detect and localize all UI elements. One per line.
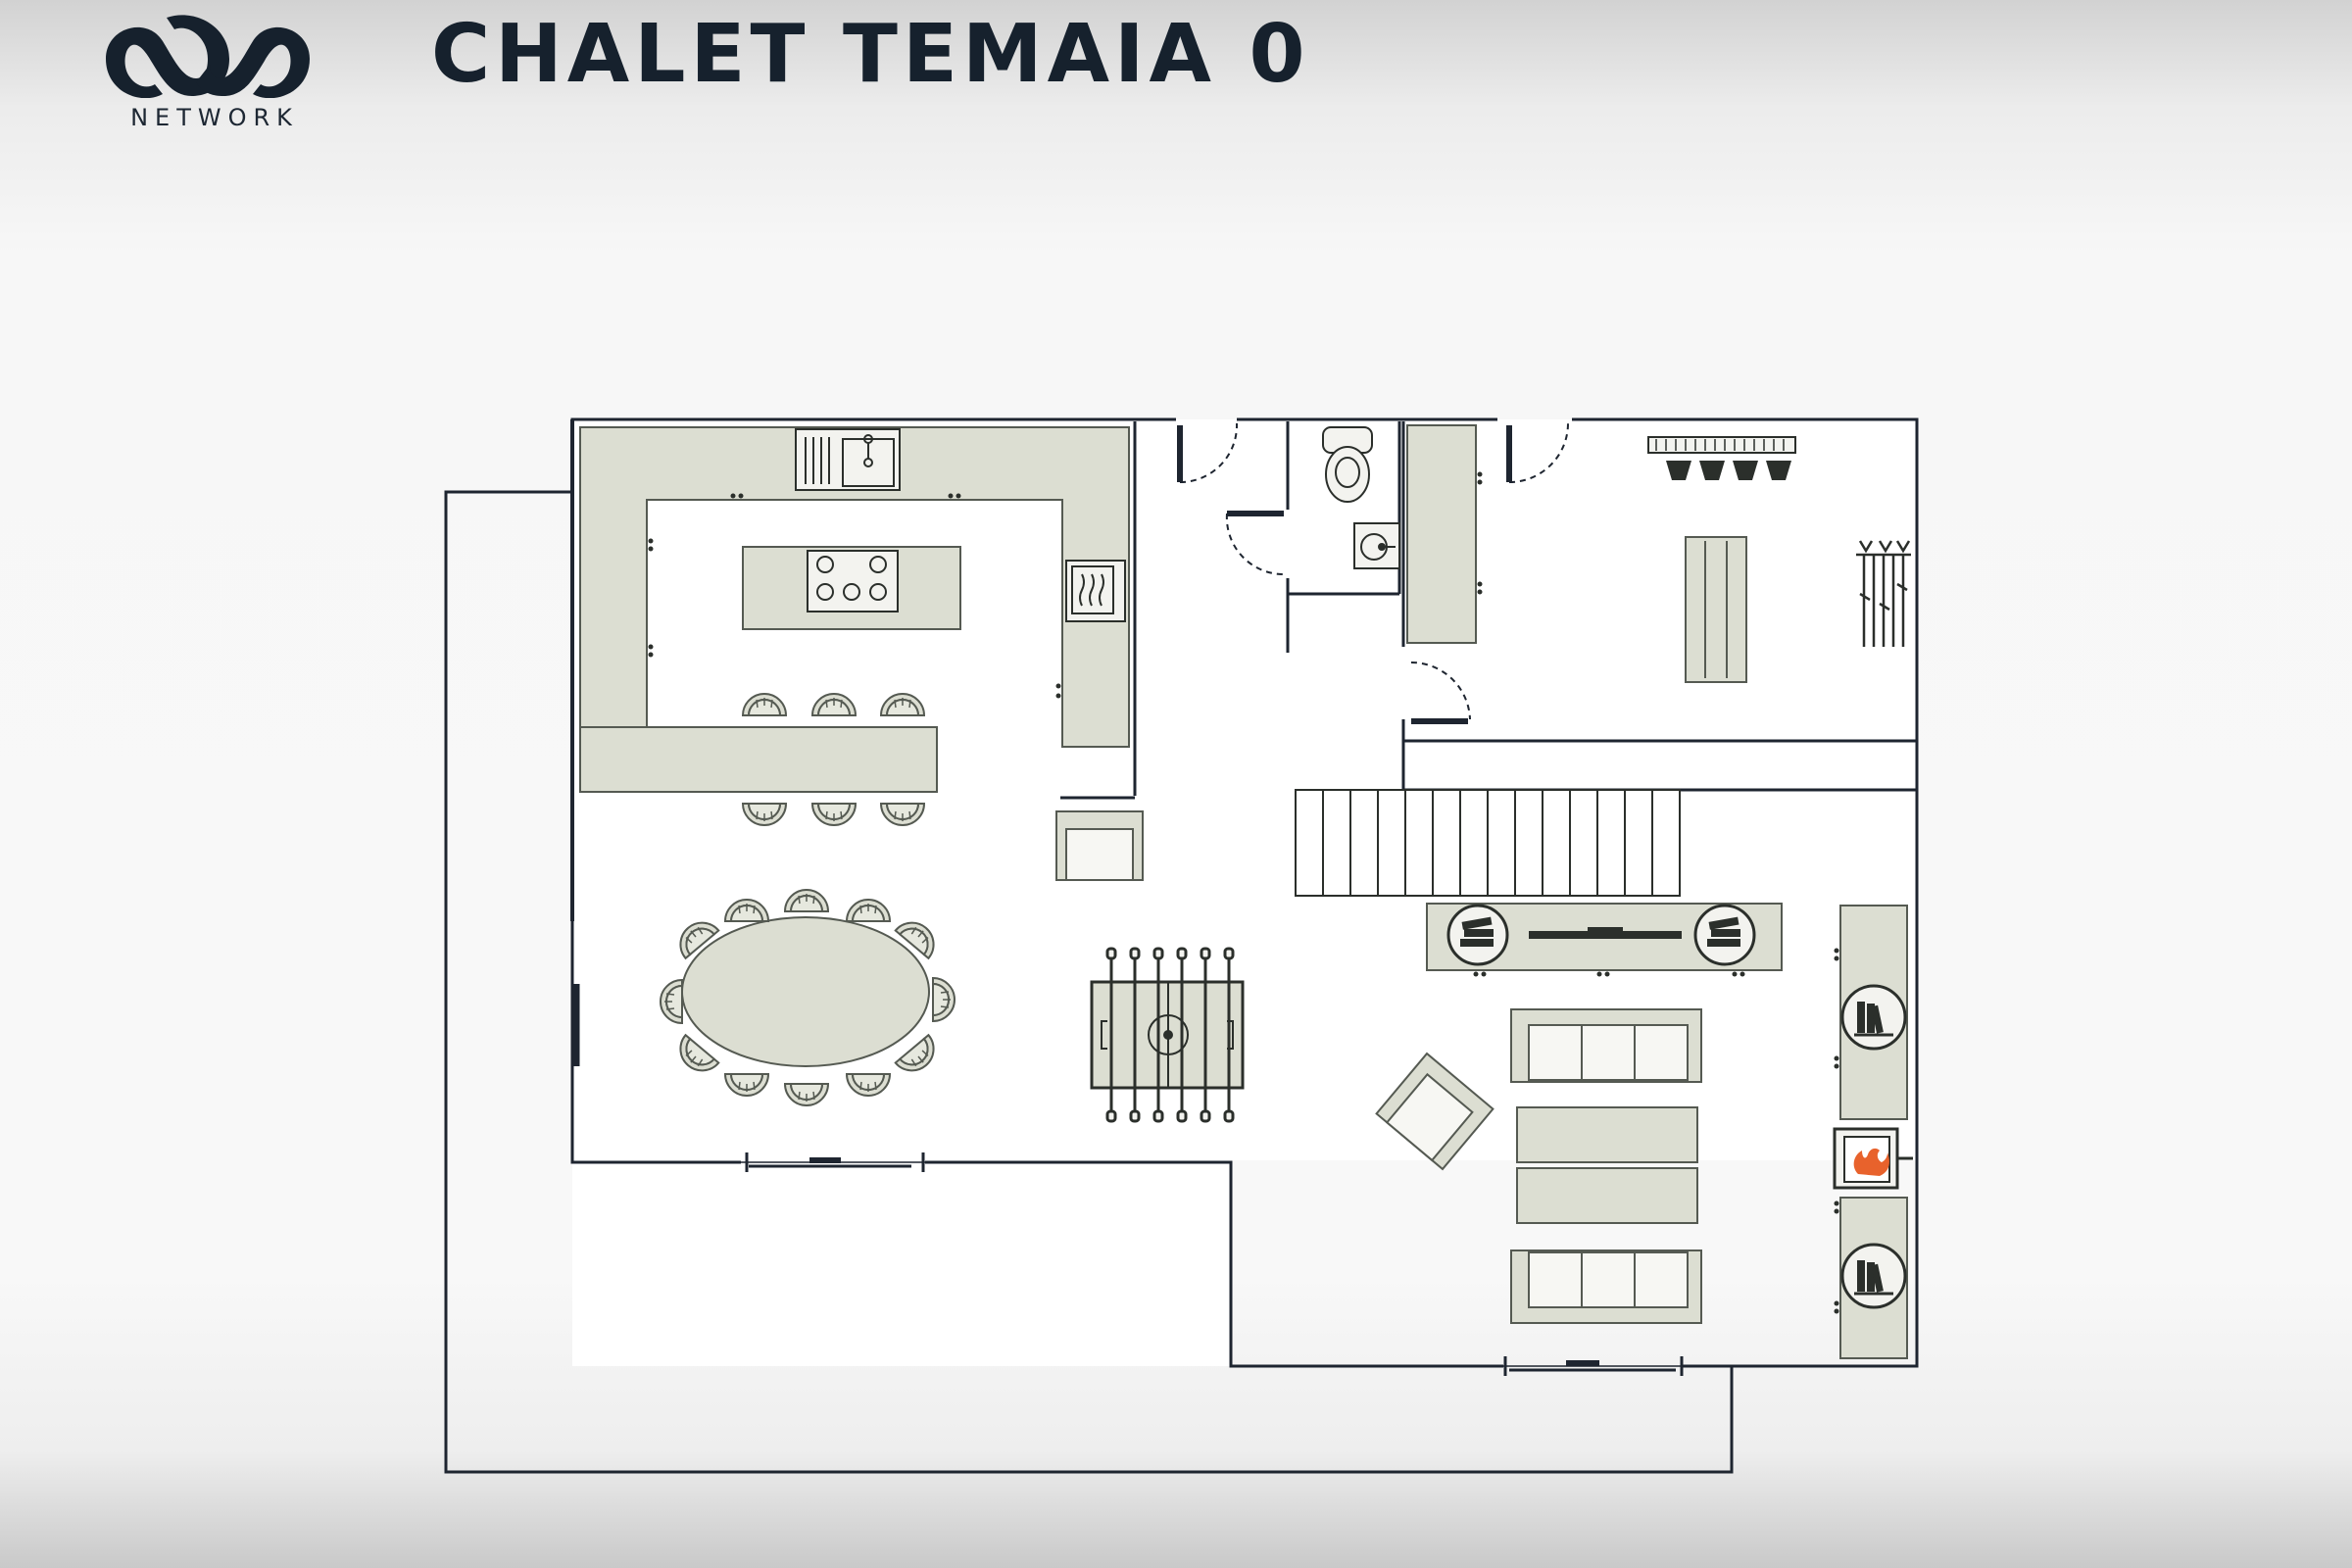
page-title: CHALET TEMAIA 0	[431, 8, 1310, 101]
hall-door	[1410, 662, 1471, 724]
ovo-logo-icon	[106, 15, 310, 98]
ski-rack	[1856, 540, 1911, 647]
foosball-icon	[1090, 947, 1245, 1123]
kitchen-counter	[579, 426, 1130, 793]
logo-text: NETWORK	[130, 104, 299, 131]
sofa-south	[1510, 1250, 1702, 1324]
books-icon	[1840, 1243, 1907, 1309]
wc-door	[1225, 511, 1287, 576]
window-south-living	[1503, 1356, 1684, 1376]
bench	[1685, 536, 1747, 683]
wc-basin	[1353, 522, 1400, 569]
sofa-north	[1510, 1008, 1702, 1083]
bookshelf-lower	[1834, 1197, 1908, 1359]
toilet	[1322, 426, 1373, 503]
fire-icon	[1853, 1148, 1889, 1176]
window-south-dining	[741, 1152, 925, 1172]
books-icon	[1840, 984, 1907, 1051]
kitchen-island	[742, 546, 961, 630]
boot-warmer	[1647, 436, 1796, 480]
staircase	[1295, 789, 1681, 897]
utility-cabinet	[1406, 424, 1483, 644]
coffee-table	[1516, 1106, 1698, 1224]
tv-console	[1426, 903, 1783, 977]
utility-door	[1506, 422, 1569, 483]
oven	[1065, 560, 1126, 622]
counter-sockets	[648, 493, 1061, 699]
armchair	[1055, 810, 1144, 881]
kitchen-sink	[795, 428, 901, 491]
armchair-angled	[1375, 1052, 1494, 1171]
books-icon	[1693, 904, 1756, 966]
dining-table	[660, 889, 956, 1106]
bookshelf-upper	[1834, 905, 1908, 1120]
window-west	[571, 921, 580, 1088]
brand-logo: NETWORK	[102, 14, 318, 131]
books-icon	[1446, 904, 1509, 966]
fireplace	[1833, 1127, 1913, 1190]
entry-door	[1177, 422, 1239, 483]
tv-icon	[1529, 927, 1682, 939]
